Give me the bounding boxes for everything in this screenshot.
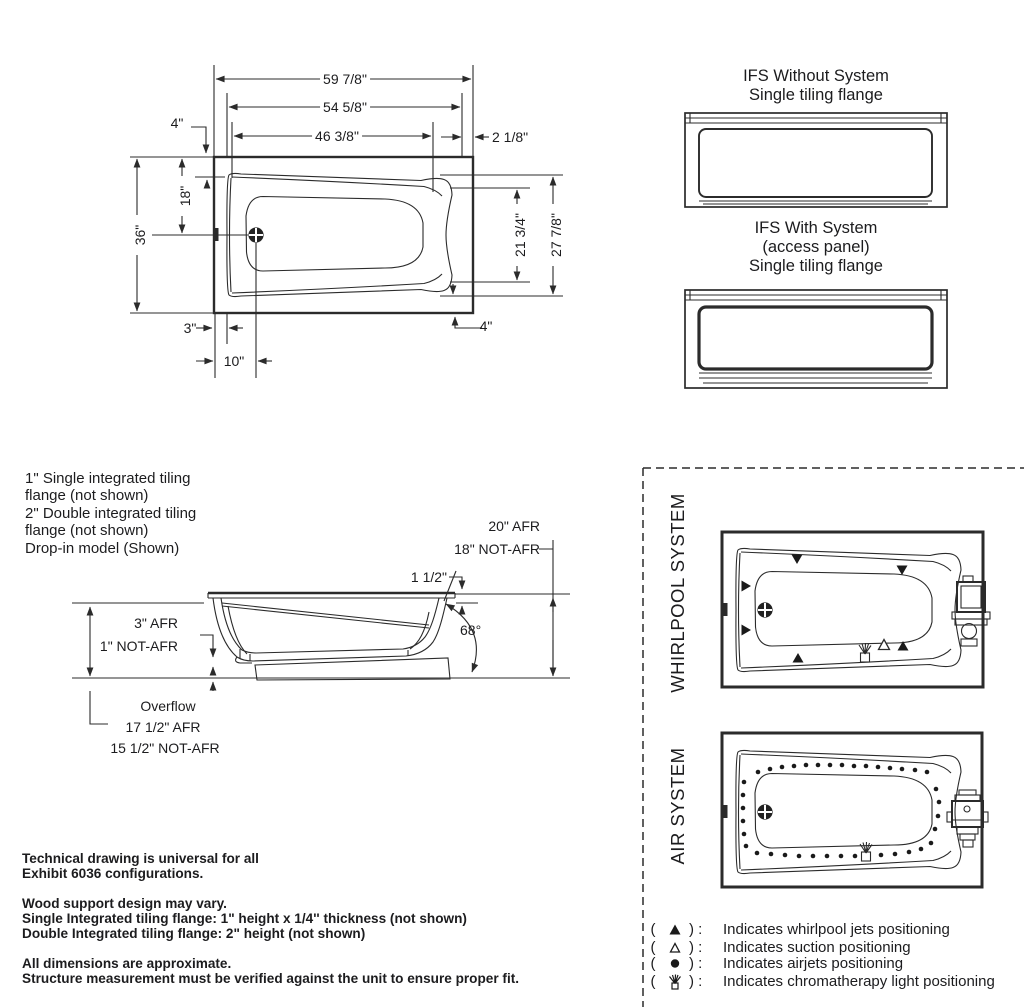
dim-rim-left: 3" xyxy=(183,320,197,336)
legend-item-suction: ( ) : Indicates suction positioning xyxy=(645,938,911,956)
dim-basin-depth: 21 3/4" xyxy=(512,204,528,266)
dim-width-overall: 59 7/8" xyxy=(320,71,370,87)
legend-paren-close: ) : xyxy=(689,972,703,990)
dim-base-afr: 3" AFR xyxy=(134,615,178,631)
dim-deck-thickness: 1 1/2" xyxy=(410,569,447,585)
air-blower xyxy=(946,789,989,848)
note-paragraph: Technical drawing is universal for all E… xyxy=(22,851,519,881)
flange-note-line: Drop-in model (Shown) xyxy=(25,539,180,557)
ifs-with-system-panel xyxy=(684,289,948,389)
legend-paren-close: ) : xyxy=(689,954,703,972)
legend-paren-open: ( xyxy=(650,954,656,972)
ifs-without-line1: IFS Without System xyxy=(743,67,889,85)
dim-depth-overall: 36" xyxy=(132,215,148,255)
dim-overflow-not-afr: 15 1/2" NOT-AFR xyxy=(110,740,220,756)
whirlpool-jet-icons xyxy=(741,554,909,663)
overflow-label: Overflow xyxy=(140,698,196,714)
technical-notes: Technical drawing is universal for all E… xyxy=(22,851,519,1001)
dim-overflow-afr: 17 1/2" AFR xyxy=(125,719,201,735)
dim-drain-from-left: 10" xyxy=(220,353,248,369)
airjet-icon xyxy=(661,955,689,971)
ifs-without-title: IFS Without System Single tiling flange xyxy=(696,67,936,105)
ifs-with-line3: Single tiling flange xyxy=(749,257,883,275)
suction-icon xyxy=(877,638,891,651)
legend-item-label: Indicates chromatherapy light positionin… xyxy=(723,972,995,990)
legend-item-label: Indicates airjets positioning xyxy=(723,954,904,972)
dim-rim-depth: 27 7/8" xyxy=(548,204,564,266)
note-line: All dimensions are approximate. xyxy=(22,956,232,971)
dim-height-not-afr: 18" NOT-AFR xyxy=(454,541,540,557)
legend-item-airjets: ( ) : Indicates airjets positioning xyxy=(645,954,904,972)
dim-width-basin: 46 3/8" xyxy=(312,128,362,144)
ifs-with-line2: (access panel) xyxy=(762,238,870,256)
air-system-diagram xyxy=(720,731,989,889)
suction-icon xyxy=(661,939,689,955)
note-line: Single Integrated tiling flange: 1" heig… xyxy=(22,911,467,926)
whirlpool-system-diagram xyxy=(720,530,991,689)
note-line: Exhibit 6036 configurations. xyxy=(22,866,204,881)
ifs-with-title: IFS With System (access panel) Single ti… xyxy=(696,219,936,276)
legend-paren-open: ( xyxy=(650,972,656,990)
legend-item-chromatherapy-light: ( ) : Indicates chromatherapy light posi… xyxy=(645,972,995,990)
air-system-label: AIR SYSTEM xyxy=(667,747,688,865)
chromatherapy-light-icon xyxy=(859,841,873,862)
legend-paren-open: ( xyxy=(650,938,656,956)
note-line: Technical drawing is universal for all xyxy=(22,851,259,866)
dim-width-rim: 54 5/8" xyxy=(320,99,370,115)
note-paragraph: All dimensions are approximate. Structur… xyxy=(22,956,519,986)
note-line: Structure measurement must be verified a… xyxy=(22,971,520,986)
chromatherapy-light-icon xyxy=(858,642,872,663)
legend-item-label: Indicates whirlpool jets positioning xyxy=(723,920,950,938)
note-line: Double Integrated tiling flange: 2" heig… xyxy=(22,926,366,941)
flange-note-line: 2" Double integrated tiling xyxy=(25,504,197,522)
legend-item-label: Indicates suction positioning xyxy=(723,938,911,956)
dim-height-afr: 20" AFR xyxy=(488,518,540,534)
ifs-with-line1: IFS With System xyxy=(754,219,878,237)
legend-paren-close: ) : xyxy=(689,920,703,938)
legend-paren-open: ( xyxy=(650,920,656,938)
dim-base-not-afr: 1" NOT-AFR xyxy=(99,638,178,654)
side-view-drawing xyxy=(72,540,570,725)
flange-note-line: flange (not shown) xyxy=(25,522,149,540)
ifs-without-line2: Single tiling flange xyxy=(749,86,883,104)
whirlpool-pump xyxy=(951,575,991,647)
chromatherapy-light-icon xyxy=(661,973,689,990)
legend-paren-close: ) : xyxy=(689,938,703,956)
ifs-without-system-panel xyxy=(684,112,948,208)
dim-drain-from-top: 18" xyxy=(177,176,193,216)
legend-item-whirlpool-jets: ( ) : Indicates whirlpool jets positioni… xyxy=(645,920,950,938)
airjet-icons xyxy=(740,762,942,859)
dim-offset-right: 2 1/8" xyxy=(492,129,529,145)
dim-rim-top: 4" xyxy=(170,115,184,131)
note-paragraph: Wood support design may vary. Single Int… xyxy=(22,896,519,941)
dim-rim-bottom-right: 4" xyxy=(479,318,493,334)
flange-note-line: flange (not shown) xyxy=(25,487,149,505)
note-line: Wood support design may vary. xyxy=(22,896,227,911)
whirlpool-jet-icon xyxy=(661,921,689,937)
whirlpool-system-label: WHIRLPOOL SYSTEM xyxy=(667,493,688,693)
dim-wall-angle: 68° xyxy=(460,622,482,638)
systems-section-border xyxy=(642,467,1024,1007)
flange-note-line: 1" Single integrated tiling xyxy=(25,470,191,487)
flange-note: 1" Single integrated tiling flange (not … xyxy=(25,470,196,557)
